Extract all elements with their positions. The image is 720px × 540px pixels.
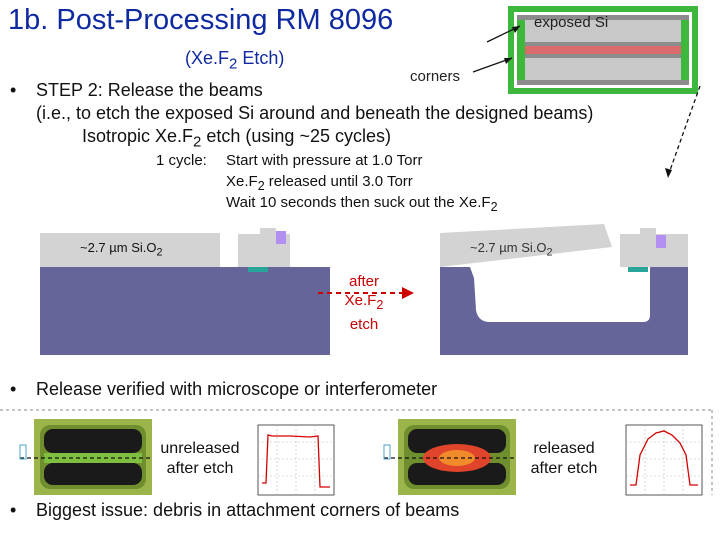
oxide-after [440, 224, 612, 267]
substrate-after [440, 267, 688, 355]
cross-section-figure [40, 224, 688, 355]
cycle-step-3: Wait 10 seconds then suck out the Xe.F2 [226, 194, 498, 214]
corners-callout: corners [410, 68, 461, 85]
bullet-marker: • [10, 80, 17, 100]
released-label: released after etch [530, 440, 598, 477]
unreleased-micrograph [19, 419, 152, 495]
oxide-thickness-label-right: ~2.7 µm Si.O2 [470, 240, 553, 259]
release-verification-bullet: Release verified with microscope or inte… [36, 379, 438, 399]
slide-title: 1b. Post-Processing RM 8096 [8, 4, 394, 36]
cycle-step-1: Start with pressure at 1.0 Torr [226, 152, 423, 169]
verification-figure [0, 409, 713, 496]
bullet-marker: • [10, 500, 17, 520]
oxide-before [40, 233, 220, 267]
exposed-si-callout: exposed Si [534, 14, 609, 31]
step2-explanation: (i.e., to etch the exposed Si around and… [36, 103, 594, 123]
cycle-step-2: Xe.F2 released until 3.0 Torr [226, 173, 413, 193]
unreleased-label: unreleased after etch [160, 440, 240, 477]
beam-layout-figure [472, 6, 701, 178]
substrate-before [40, 267, 330, 355]
oxide-thickness-label-left: ~2.7 µm Si.O2 [80, 240, 163, 259]
biggest-issue-bullet: Biggest issue: debris in attachment corn… [36, 500, 460, 520]
cycle-label: 1 cycle: [156, 152, 207, 169]
released-profile-plot [625, 424, 703, 496]
unreleased-profile-plot [257, 424, 335, 496]
slide-subtitle: (Xe.F2 Etch) [185, 48, 285, 73]
bullet-marker: • [10, 379, 17, 399]
after-etch-label: after Xe.F2 etch [344, 273, 384, 333]
step2-heading: STEP 2: Release the beams [36, 80, 263, 100]
etch-description: Isotropic Xe.F2 etch (using ~25 cycles) [82, 126, 391, 151]
released-micrograph [383, 419, 516, 495]
